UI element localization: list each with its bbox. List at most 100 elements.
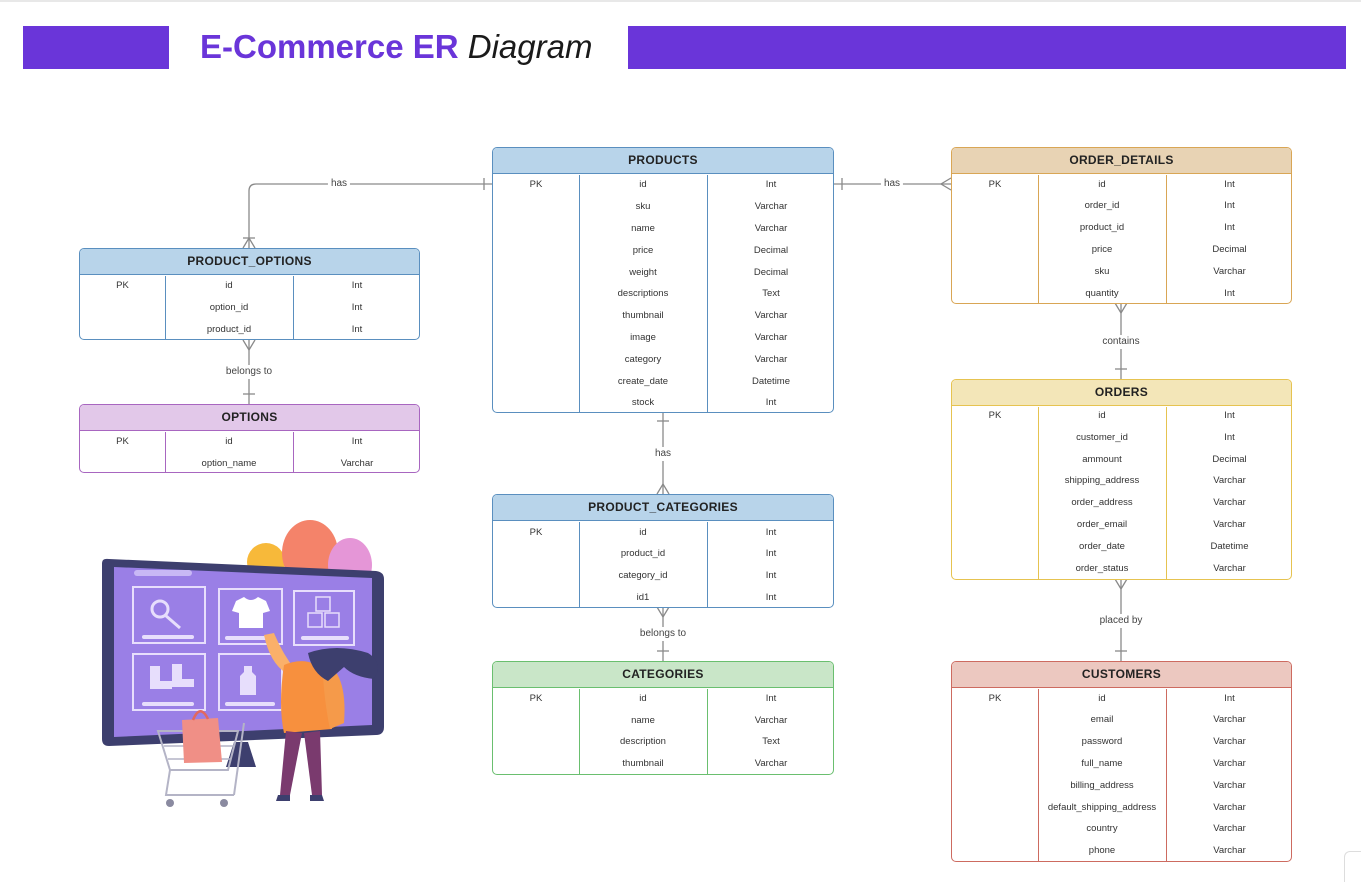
- field-name: product_id: [620, 548, 666, 560]
- corner-tab: [1344, 851, 1361, 882]
- header-band-right: [628, 26, 1346, 69]
- field-name: full_name: [1081, 757, 1123, 769]
- rel-label-has: has: [651, 447, 675, 461]
- shopping-illustration: [102, 520, 384, 807]
- rel-label-has: has: [880, 177, 904, 191]
- key-cell: PK: [988, 178, 1002, 190]
- key-cell: PK: [988, 692, 1002, 704]
- field-type: Text: [762, 288, 780, 300]
- field-name: image: [630, 331, 656, 343]
- field-name: sku: [1094, 265, 1110, 277]
- column-divider: [1038, 688, 1039, 861]
- field-name: id: [1098, 178, 1106, 190]
- field-name: shipping_address: [1064, 475, 1140, 487]
- table-row: PK id Int: [493, 523, 833, 543]
- field-type: Varchar: [754, 353, 788, 365]
- key-cell: PK: [988, 410, 1002, 421]
- field-name: phone: [1088, 845, 1116, 857]
- field-type: Varchar: [1213, 714, 1246, 726]
- field-type: Int: [765, 591, 777, 603]
- column-divider: [1166, 688, 1167, 861]
- field-name: descriptions: [617, 288, 669, 300]
- field-type: Int: [351, 435, 363, 447]
- field-name: thumbnail: [622, 757, 664, 769]
- key-cell: PK: [116, 280, 129, 291]
- field-type: Int: [1224, 200, 1235, 212]
- line-products-product-options: [248, 183, 492, 248]
- field-type: Int: [765, 526, 777, 538]
- column-divider: [579, 688, 580, 774]
- field-name: description: [620, 736, 666, 748]
- field-name: weight: [629, 266, 657, 278]
- field-type: Int: [765, 548, 777, 560]
- table-row: descriptions Text: [493, 284, 833, 304]
- field-name: quantity: [1085, 287, 1119, 299]
- column-divider: [579, 521, 580, 607]
- field-type: Int: [1224, 178, 1235, 190]
- column-divider: [293, 275, 294, 339]
- field-type: Decimal: [1212, 453, 1247, 465]
- field-name: default_shipping_address: [1047, 801, 1157, 813]
- field-name: id: [639, 693, 647, 704]
- field-type: Varchar: [1213, 519, 1246, 530]
- column-divider: [1038, 174, 1039, 303]
- field-type: Int: [1224, 692, 1235, 704]
- key-cell: PK: [116, 435, 129, 447]
- field-type: Int: [351, 280, 363, 291]
- field-name: thumbnail: [622, 310, 664, 322]
- field-type: Int: [1224, 431, 1235, 443]
- entity-title: CATEGORIES: [493, 662, 833, 688]
- field-name: id: [639, 526, 647, 538]
- table-row: quantity Int: [952, 284, 1291, 304]
- field-name: id: [225, 435, 233, 447]
- entity-title: PRODUCT_OPTIONS: [80, 249, 419, 275]
- field-name: name: [631, 714, 655, 726]
- entity-title: PRODUCT_CATEGORIES: [493, 495, 833, 521]
- field-type: Decimal: [1212, 243, 1247, 255]
- field-type: Int: [1224, 287, 1235, 299]
- header-band-left: [23, 26, 169, 69]
- entity-title: ORDER_DETAILS: [952, 148, 1291, 174]
- field-name: create_date: [617, 375, 669, 387]
- field-name: id: [639, 179, 647, 191]
- field-type: Int: [351, 301, 363, 313]
- field-type: Varchar: [340, 457, 374, 469]
- field-name: id: [1098, 692, 1106, 704]
- field-name: billing_address: [1070, 779, 1134, 791]
- key-cell: PK: [529, 526, 543, 538]
